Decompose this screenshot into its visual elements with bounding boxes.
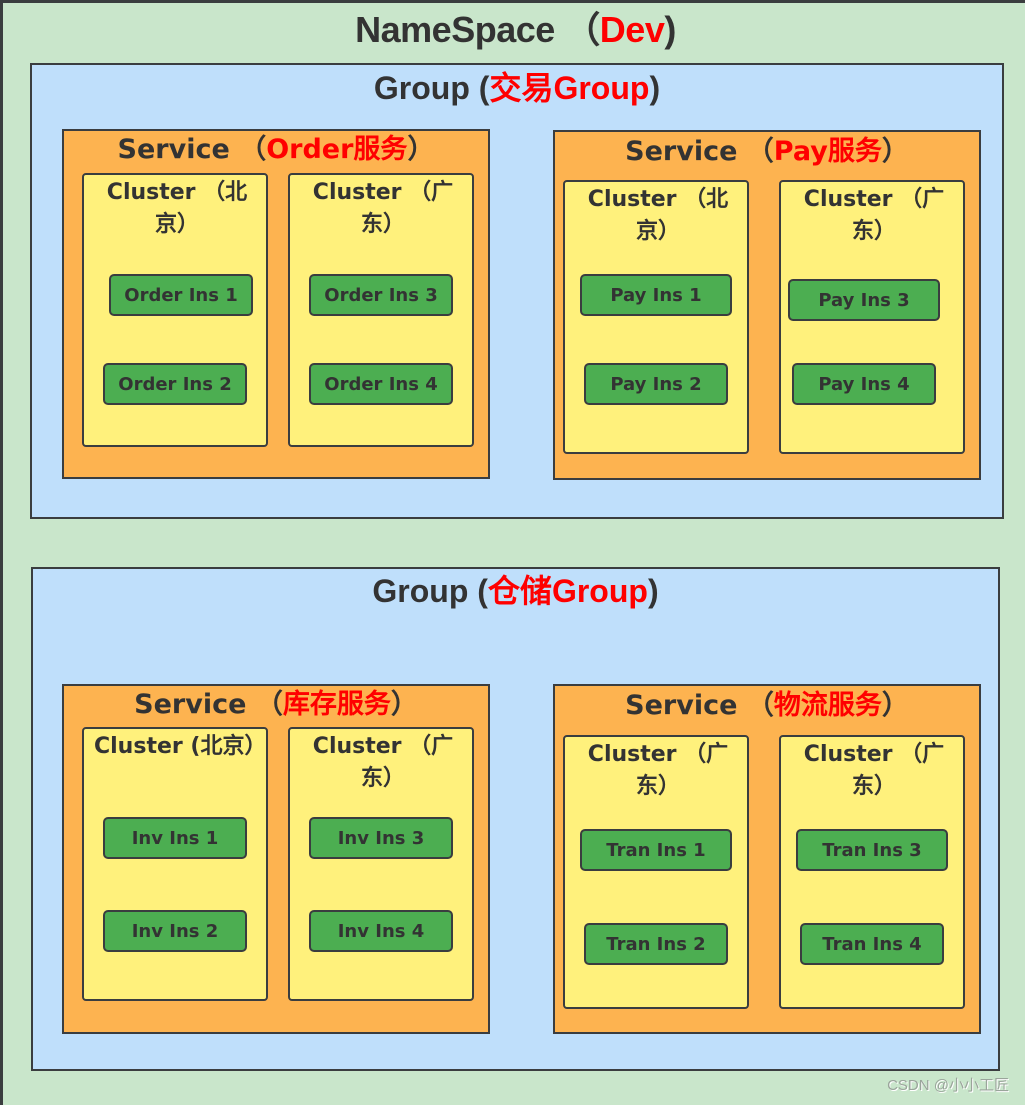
cluster-title: Cluster （广东） <box>312 734 454 791</box>
instance-node[interactable]: Tran Ins 1 <box>580 829 732 871</box>
namespace-paren-close: ) <box>664 9 676 50</box>
instance-node[interactable]: Inv Ins 2 <box>103 910 247 952</box>
cluster-box: Cluster （北京） Order Ins 1 Order Ins 2 <box>82 173 268 447</box>
instance-node[interactable]: Order Ins 4 <box>309 363 453 405</box>
group-paren-close: ) <box>647 573 659 609</box>
service-paren-close: ） <box>881 690 909 721</box>
cluster-title: Cluster （广东） <box>803 742 945 799</box>
instance-node[interactable]: Tran Ins 2 <box>584 923 728 965</box>
instance-node[interactable]: Inv Ins 4 <box>309 910 453 952</box>
instance-node[interactable]: Tran Ins 3 <box>796 829 948 871</box>
cluster-title: Cluster （广东） <box>312 180 454 237</box>
group-title: Group (交易Group) <box>32 68 1002 108</box>
instance-node[interactable]: Order Ins 1 <box>109 274 253 316</box>
instance-node[interactable]: Pay Ins 2 <box>584 363 728 405</box>
cluster-box: Cluster （广东） Tran Ins 1 Tran Ins 2 <box>563 735 749 1009</box>
namespace-title: NameSpace （Dev) <box>3 7 1025 53</box>
cluster-box: Cluster （广东） Pay Ins 3 Pay Ins 4 <box>779 180 965 454</box>
cluster-box: Cluster （广东） Inv Ins 3 Inv Ins 4 <box>288 727 474 1001</box>
cluster-box: Cluster （广东） Order Ins 3 Order Ins 4 <box>288 173 474 447</box>
cluster-box: Cluster (北京） Inv Ins 1 Inv Ins 2 <box>82 727 268 1001</box>
service-value: Order服务 <box>266 134 408 165</box>
service-box-logistics: Service （物流服务） Cluster （广东） Tran Ins 1 T… <box>553 684 981 1034</box>
service-box-pay: Service （Pay服务） Cluster （北京） Pay Ins 1 P… <box>553 130 981 480</box>
service-title: Service （物流服务） <box>555 689 979 723</box>
namespace-label: NameSpace <box>355 9 555 50</box>
instance-node[interactable]: Pay Ins 4 <box>792 363 936 405</box>
service-label: Service （ <box>117 134 267 165</box>
service-label: Service （ <box>134 689 283 720</box>
cluster-title: Cluster （广东） <box>587 742 729 799</box>
group-value: 交易Group <box>489 70 650 106</box>
instance-node[interactable]: Inv Ins 3 <box>309 817 453 859</box>
group-value: 仓储Group <box>487 573 648 609</box>
cluster-title: Cluster （广东） <box>803 187 945 244</box>
service-title: Service （Pay服务） <box>555 135 979 169</box>
cluster-title: Cluster （北京） <box>587 187 729 244</box>
group-title: Group (仓储Group) <box>33 571 998 611</box>
group-box-trade: Group (交易Group) Service （Order服务） Cluste… <box>30 63 1004 519</box>
instance-node[interactable]: Order Ins 2 <box>103 363 247 405</box>
instance-node[interactable]: Tran Ins 4 <box>800 923 944 965</box>
instance-node[interactable]: Pay Ins 1 <box>580 274 732 316</box>
service-value: Pay服务 <box>773 136 882 167</box>
service-label: Service （ <box>625 136 774 167</box>
group-label: Group ( <box>372 573 488 609</box>
service-value: 物流服务 <box>773 690 882 721</box>
cluster-title: Cluster （北京） <box>106 180 248 237</box>
watermark: CSDN @小小工匠 <box>887 1077 1009 1094</box>
service-paren-close: ） <box>407 134 435 165</box>
group-label: Group ( <box>373 70 490 106</box>
instance-node[interactable]: Pay Ins 3 <box>788 279 940 321</box>
service-title: Service （库存服务） <box>64 688 488 722</box>
service-value: 库存服务 <box>282 689 391 720</box>
group-box-storage: Group (仓储Group) Service （库存服务） Cluster (… <box>31 567 1000 1071</box>
service-box-inventory: Service （库存服务） Cluster (北京） Inv Ins 1 In… <box>62 684 490 1034</box>
group-paren-close: ) <box>649 70 661 106</box>
service-title: Service （Order服务） <box>64 133 488 167</box>
cluster-title: Cluster (北京） <box>94 734 267 759</box>
service-box-order: Service （Order服务） Cluster （北京） Order Ins… <box>62 129 490 479</box>
namespace-value: Dev <box>599 9 665 50</box>
instance-node[interactable]: Inv Ins 1 <box>103 817 247 859</box>
cluster-box: Cluster （广东） Tran Ins 3 Tran Ins 4 <box>779 735 965 1009</box>
cluster-box: Cluster （北京） Pay Ins 1 Pay Ins 2 <box>563 180 749 454</box>
service-label: Service （ <box>625 690 774 721</box>
namespace-paren-open: （ <box>554 9 600 50</box>
instance-node[interactable]: Order Ins 3 <box>309 274 453 316</box>
service-paren-close: ） <box>390 689 418 720</box>
service-paren-close: ） <box>881 136 909 167</box>
